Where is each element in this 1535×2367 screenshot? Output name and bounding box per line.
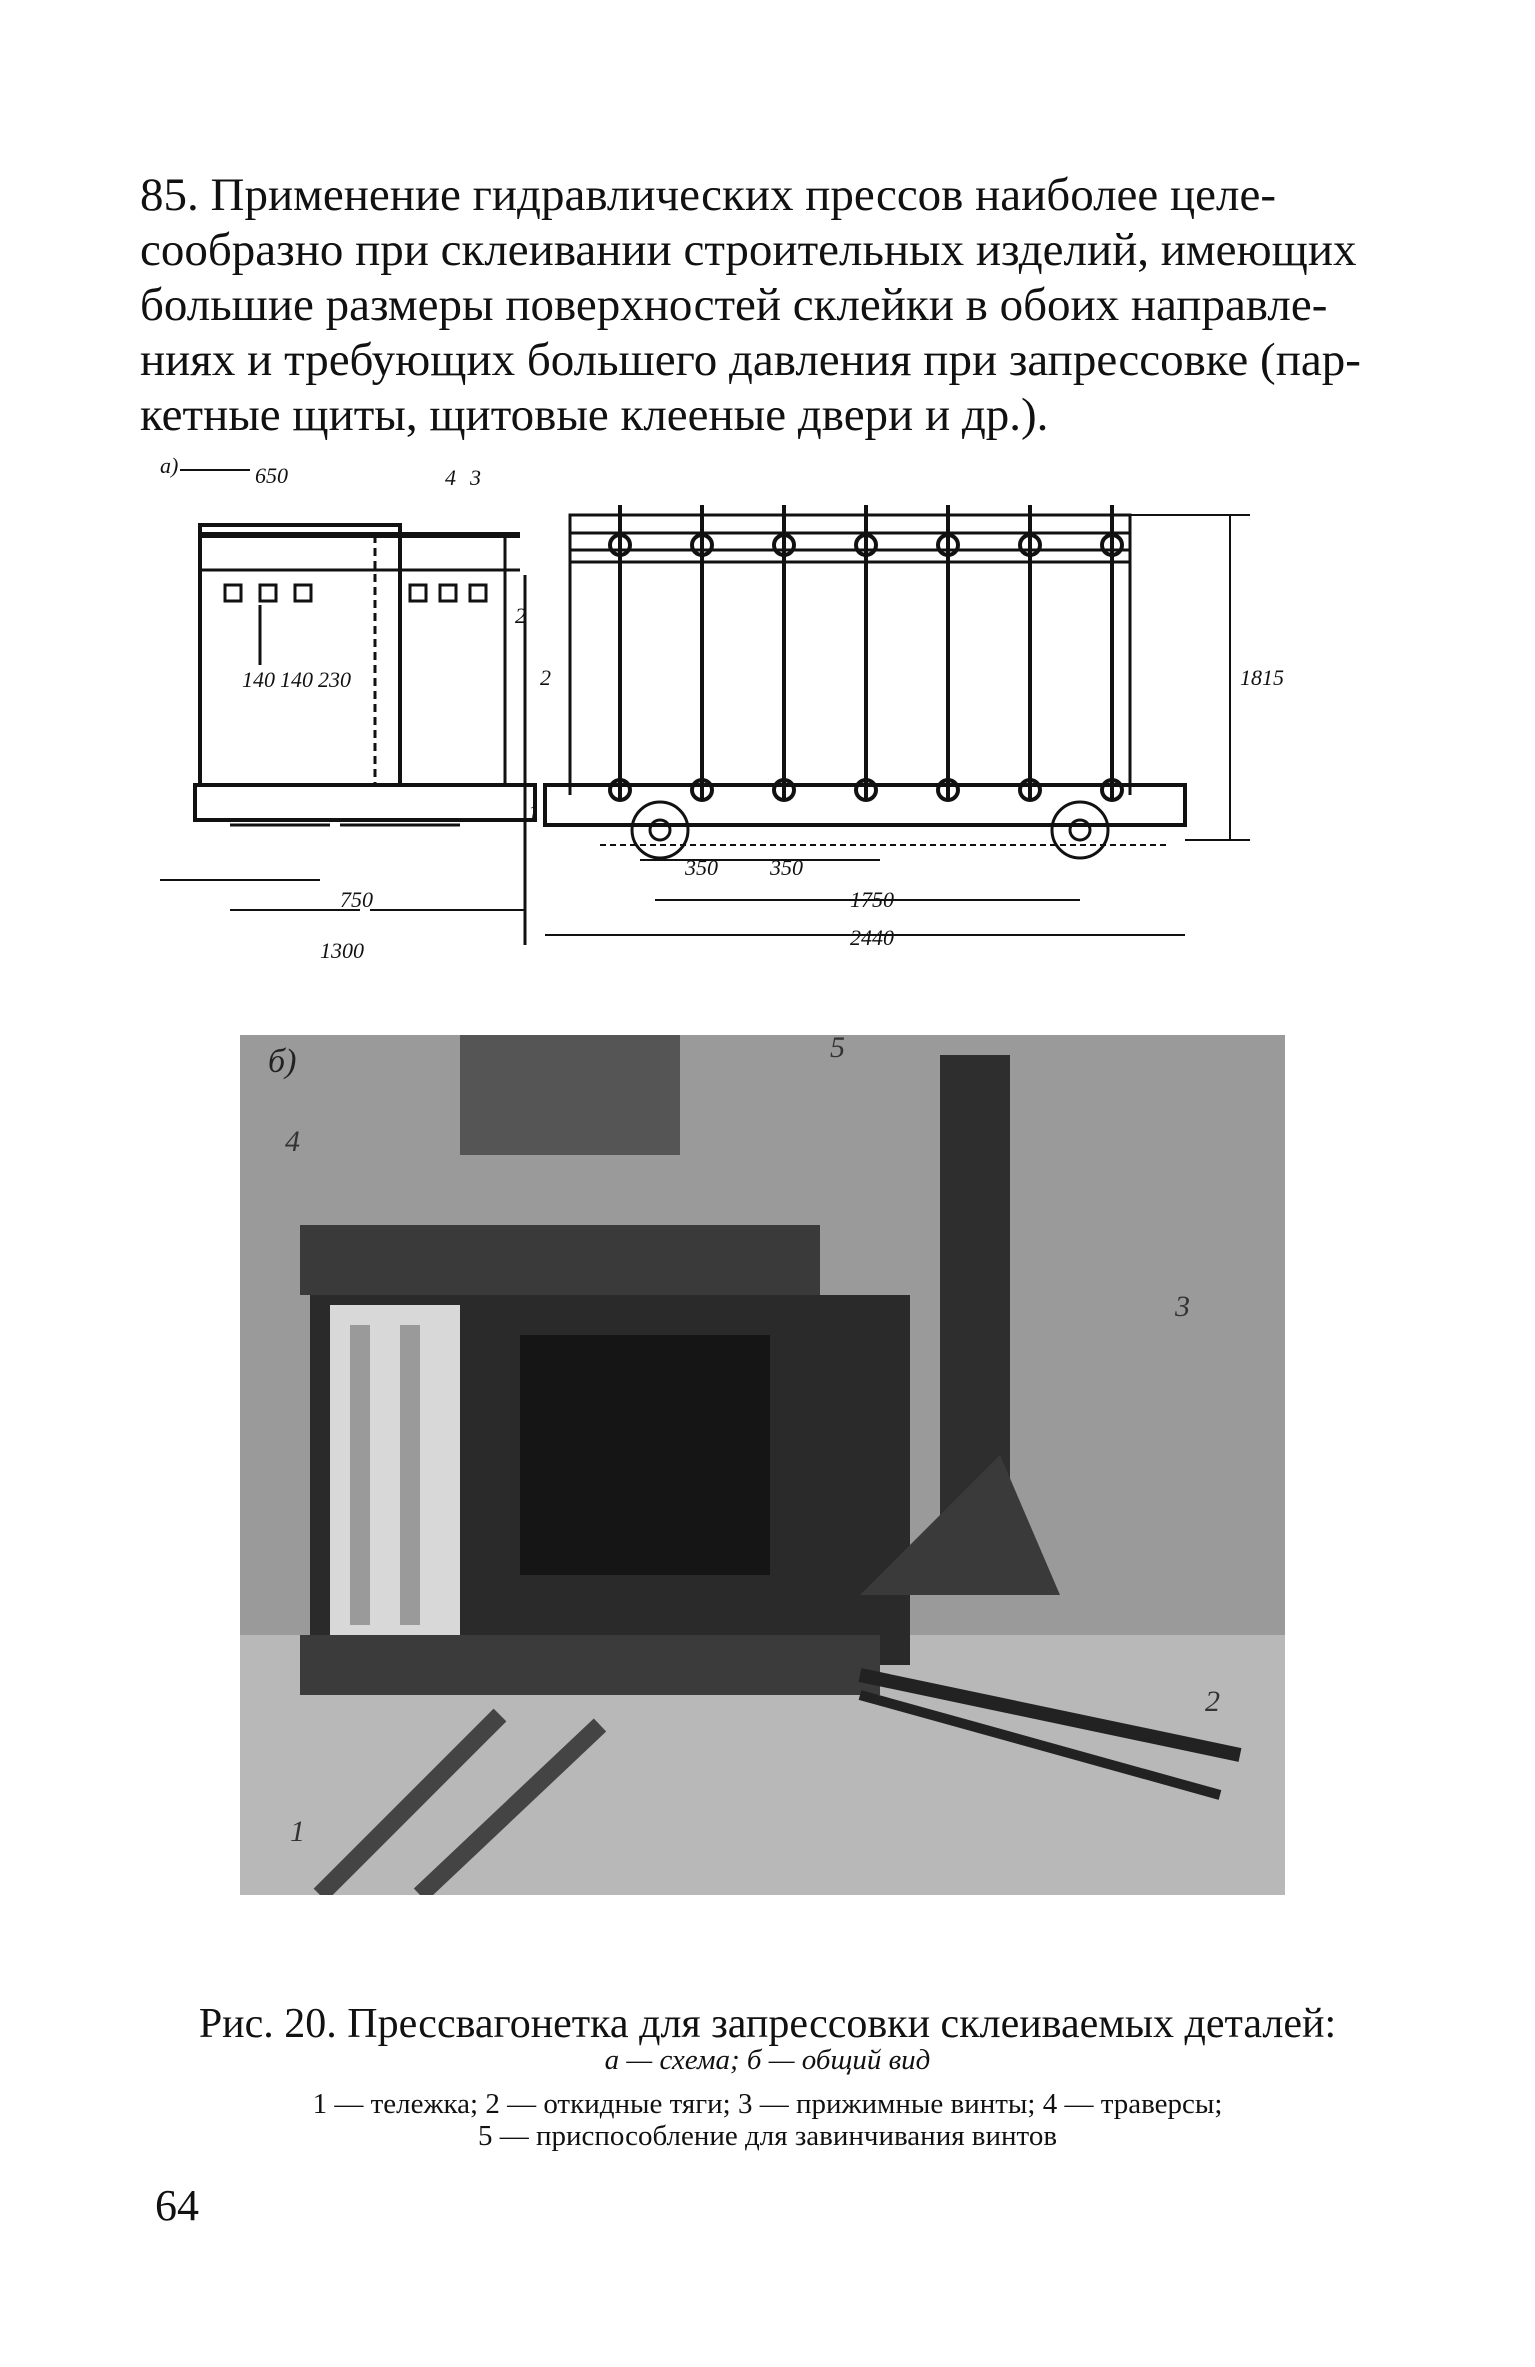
- callout-label: 2: [540, 665, 551, 690]
- photo-callout: 5: [830, 1035, 845, 1064]
- screw-nut: [690, 533, 714, 557]
- dim-label: 1815: [1240, 665, 1284, 690]
- dim-label: 750: [340, 887, 373, 912]
- photo-callout: 4: [285, 1125, 300, 1158]
- dim-label: 140: [242, 667, 275, 692]
- figure-caption-subtitle: а — схема; б — общий вид: [604, 2044, 931, 2076]
- screw-foot: [1100, 778, 1124, 802]
- drawing-panel-label: a): [160, 455, 178, 478]
- press-cart-photo: б) 5 4 3 2 1: [240, 1035, 1285, 1895]
- paragraph-line: ниях и требующих большего давления при з…: [140, 334, 1361, 386]
- screw-nut: [608, 533, 632, 557]
- screw-nut: [936, 533, 960, 557]
- photo-callout: 1: [290, 1815, 305, 1848]
- dim-label: 1300: [320, 938, 364, 963]
- dim-label: 1750: [850, 887, 894, 912]
- callout-label: 3: [469, 465, 481, 490]
- callout-label: 4: [445, 465, 456, 490]
- figure-caption-title: Рис. 20. Прессвагонетка для запрессовки …: [198, 2001, 1337, 2047]
- callout-label: 1: [528, 800, 539, 825]
- photo-callout: 3: [1175, 1290, 1190, 1323]
- figure-legend-line: 5 — приспособление для завинчивания винт…: [477, 2120, 1058, 2152]
- dim-label: 2440: [850, 925, 894, 950]
- screw-nut: [1100, 533, 1124, 557]
- screw-foot: [608, 778, 632, 802]
- screw-nut: [1018, 533, 1042, 557]
- paragraph-line: 85. Применение гидравлических прессов на…: [140, 169, 1276, 221]
- dim-label: 350: [684, 855, 718, 880]
- photo-panel-label: б): [268, 1043, 297, 1080]
- screw-foot: [854, 778, 878, 802]
- dim-label: 350: [769, 855, 803, 880]
- paragraph-line: большие размеры поверхностей склейки в о…: [140, 279, 1328, 331]
- paragraph-line: сообразно при склеивании строительных из…: [140, 224, 1357, 276]
- photo-illustration: [240, 1035, 1285, 1895]
- dim-label: 230: [318, 667, 351, 692]
- body-paragraph: 85. Применение гидравлических прессов на…: [140, 168, 1375, 443]
- callout-label: 2: [515, 603, 526, 628]
- screw-nut: [854, 533, 878, 557]
- screw-nut: [772, 533, 796, 557]
- dim-label: 650: [255, 463, 288, 488]
- technical-drawing: a) 650 140 140 230 750 1300 4 3 2 350 35…: [160, 455, 1284, 963]
- screw-foot: [936, 778, 960, 802]
- screw-foot: [1018, 778, 1042, 802]
- dim-label: 140: [280, 667, 313, 692]
- page-number: 64: [155, 2181, 199, 2230]
- figure-legend-line: 1 — тележка; 2 — откидные тяги; 3 — приж…: [312, 2088, 1223, 2120]
- photo-callout: 2: [1205, 1685, 1220, 1718]
- screw-foot: [772, 778, 796, 802]
- screw-foot: [690, 778, 714, 802]
- paragraph-line: кетные щиты, щитовые клееные двери и др.…: [140, 389, 1049, 441]
